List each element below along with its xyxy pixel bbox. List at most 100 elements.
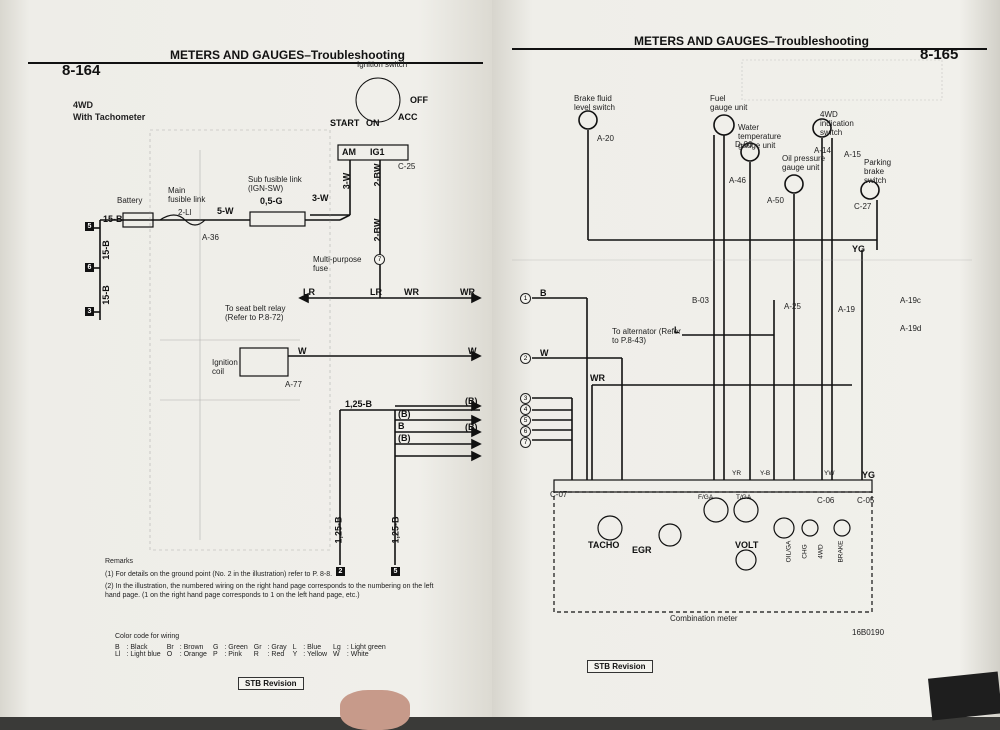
wire-w: W — [540, 348, 549, 358]
tacho-gauge — [597, 515, 623, 541]
chg-lamp — [801, 519, 819, 537]
d06-label: D-06 — [735, 140, 753, 149]
wire-wr-b: WR — [460, 287, 475, 297]
ig1-label: IG1 — [370, 147, 385, 157]
wire-b-end-1: (B) — [465, 396, 478, 406]
wire-125b-vert-2: 1,25-B — [390, 516, 401, 544]
ignition-coil-symbol — [239, 347, 289, 377]
battery-symbol — [122, 212, 154, 228]
a50-label: A-50 — [767, 196, 784, 205]
c05-label: C-05 — [857, 496, 875, 505]
wire-yw: YW — [824, 470, 835, 477]
a19-label: A-19 — [838, 305, 855, 314]
a19c-label: A-19c — [900, 296, 921, 305]
alternator-label: To alternator (Refer to P.8-43) — [612, 327, 681, 345]
wire-5w: 5-W — [217, 206, 234, 216]
wire-15b-a: 15-B — [103, 214, 123, 224]
a19d-label: A-19d — [900, 324, 922, 333]
wire-w-coil: W — [298, 346, 307, 356]
parking-brake-switch-symbol — [860, 180, 880, 200]
acc-label: ACC — [398, 112, 418, 122]
left-page: 8-164 METERS AND GAUGES–Troubleshooting … — [0, 0, 492, 717]
wire-lr-b: LR — [370, 287, 382, 297]
wire-b-paren-2: (B) — [398, 433, 411, 443]
left-revision-stamp: STB Revision — [238, 677, 304, 690]
wire-15b-c: 15-B — [100, 285, 111, 305]
parking-brake-label: Parking brake switch — [864, 158, 892, 185]
a14-label: A-14 — [814, 146, 831, 155]
oil-pressure-unit-symbol — [784, 174, 804, 194]
egr-lamp — [658, 523, 682, 547]
fuel-gauge — [703, 497, 729, 523]
color-code-row: B: Black Br: Brown G: Green Gr: Gray L: … — [115, 644, 386, 651]
remark-1: (1) For details on the ground point (No.… — [105, 571, 333, 578]
battery-label: Battery — [117, 196, 143, 205]
egr-label: EGR — [632, 545, 652, 555]
wire-yr: YR — [732, 470, 742, 477]
a36-label: A-36 — [202, 233, 219, 242]
color-code-row: Ll: Light blue O: Orange P: Pink R: Red … — [115, 651, 369, 658]
volt-gauge — [735, 549, 757, 571]
fuel-gauge-label: Fuel gauge unit — [710, 94, 748, 112]
on-label: ON — [366, 118, 380, 128]
wire-b-end-2: (B) — [465, 422, 478, 432]
right-wiring-diagram — [512, 59, 972, 613]
circled-4: 4 — [520, 404, 531, 415]
fuse-number-7: 7 — [374, 254, 385, 265]
left-page-number: 8-164 — [62, 62, 101, 79]
4wd-label: 4WD — [817, 544, 825, 559]
ignition-switch-symbol — [355, 77, 401, 123]
wire-w-coil-end: W — [468, 346, 477, 356]
am-label: AM — [342, 147, 356, 157]
main-fusible-link — [159, 214, 206, 226]
color-code-title: Color code for wiring — [115, 633, 180, 640]
water-temp-label: Water temperature gauge unit — [738, 123, 782, 150]
circled-1: 1 — [520, 293, 531, 304]
circled-6: 6 — [520, 426, 531, 437]
start-label: START — [330, 118, 360, 128]
right-page-header: METERS AND GAUGES–Troubleshooting — [634, 34, 869, 48]
bottom-ground-2: 2 — [336, 567, 345, 576]
off-label: OFF — [410, 95, 428, 105]
b03-label: B-03 — [692, 296, 709, 305]
diagram-code: 16B0190 — [852, 628, 885, 637]
left-page-header: METERS AND GAUGES–Troubleshooting — [170, 48, 405, 62]
tga-label: T/GA — [736, 494, 752, 501]
tacho-label: TACHO — [588, 540, 620, 550]
wire-125b-vert-1: 1,25-B — [333, 516, 344, 544]
a15-label: A-15 — [844, 150, 861, 159]
right-page: METERS AND GAUGES–Troubleshooting 8-165 — [492, 0, 1000, 717]
chg-label: CHG — [801, 544, 809, 559]
circled-2: 2 — [520, 353, 531, 364]
oil-gauge — [773, 517, 795, 539]
ignition-switch-connector — [337, 144, 409, 161]
oilga-label: OIL/GA — [785, 540, 793, 563]
remark-2: (2) In the illustration, the numbered wi… — [105, 583, 434, 599]
wire-b-plain: B — [398, 421, 405, 431]
volt-label: VOLT — [735, 540, 759, 550]
wire-wr-a: WR — [404, 287, 419, 297]
wire-2bw-a: 2-BW — [372, 163, 383, 187]
wire-3w: 3-W — [312, 193, 329, 203]
wire-wr: WR — [590, 373, 605, 383]
wire-lr-a: LR — [303, 287, 315, 297]
wire-b-paren-1: (B) — [398, 409, 411, 419]
brake-fluid-label: Brake fluid level switch — [574, 94, 615, 112]
circled-3: 3 — [520, 393, 531, 404]
wire-05g: 0,5-G — [260, 196, 283, 206]
fga-label: F/GA — [698, 494, 714, 501]
wire-yg: YG — [852, 244, 866, 254]
sub-fusible-link-label: Sub fusible link (IGN-SW) — [248, 175, 302, 193]
ground-point-6: 6 — [85, 263, 94, 272]
subsection-label: With Tachometer — [73, 112, 146, 122]
circled-5: 5 — [520, 415, 531, 426]
oil-pressure-label: Oil pressure gauge unit — [782, 154, 826, 172]
wire-yb: Y-B — [760, 470, 771, 477]
water-temp-unit-symbol — [740, 142, 760, 162]
right-revision-stamp: STB Revision — [587, 660, 653, 673]
main-fusible-link-label: Main fusible link — [168, 186, 206, 204]
multi-purpose-fuse-label: Multi-purpose fuse — [313, 255, 362, 273]
wire-b-1: B — [540, 288, 547, 298]
wire-2bw-b: 2-BW — [372, 218, 383, 242]
brake-lamp — [833, 519, 851, 537]
